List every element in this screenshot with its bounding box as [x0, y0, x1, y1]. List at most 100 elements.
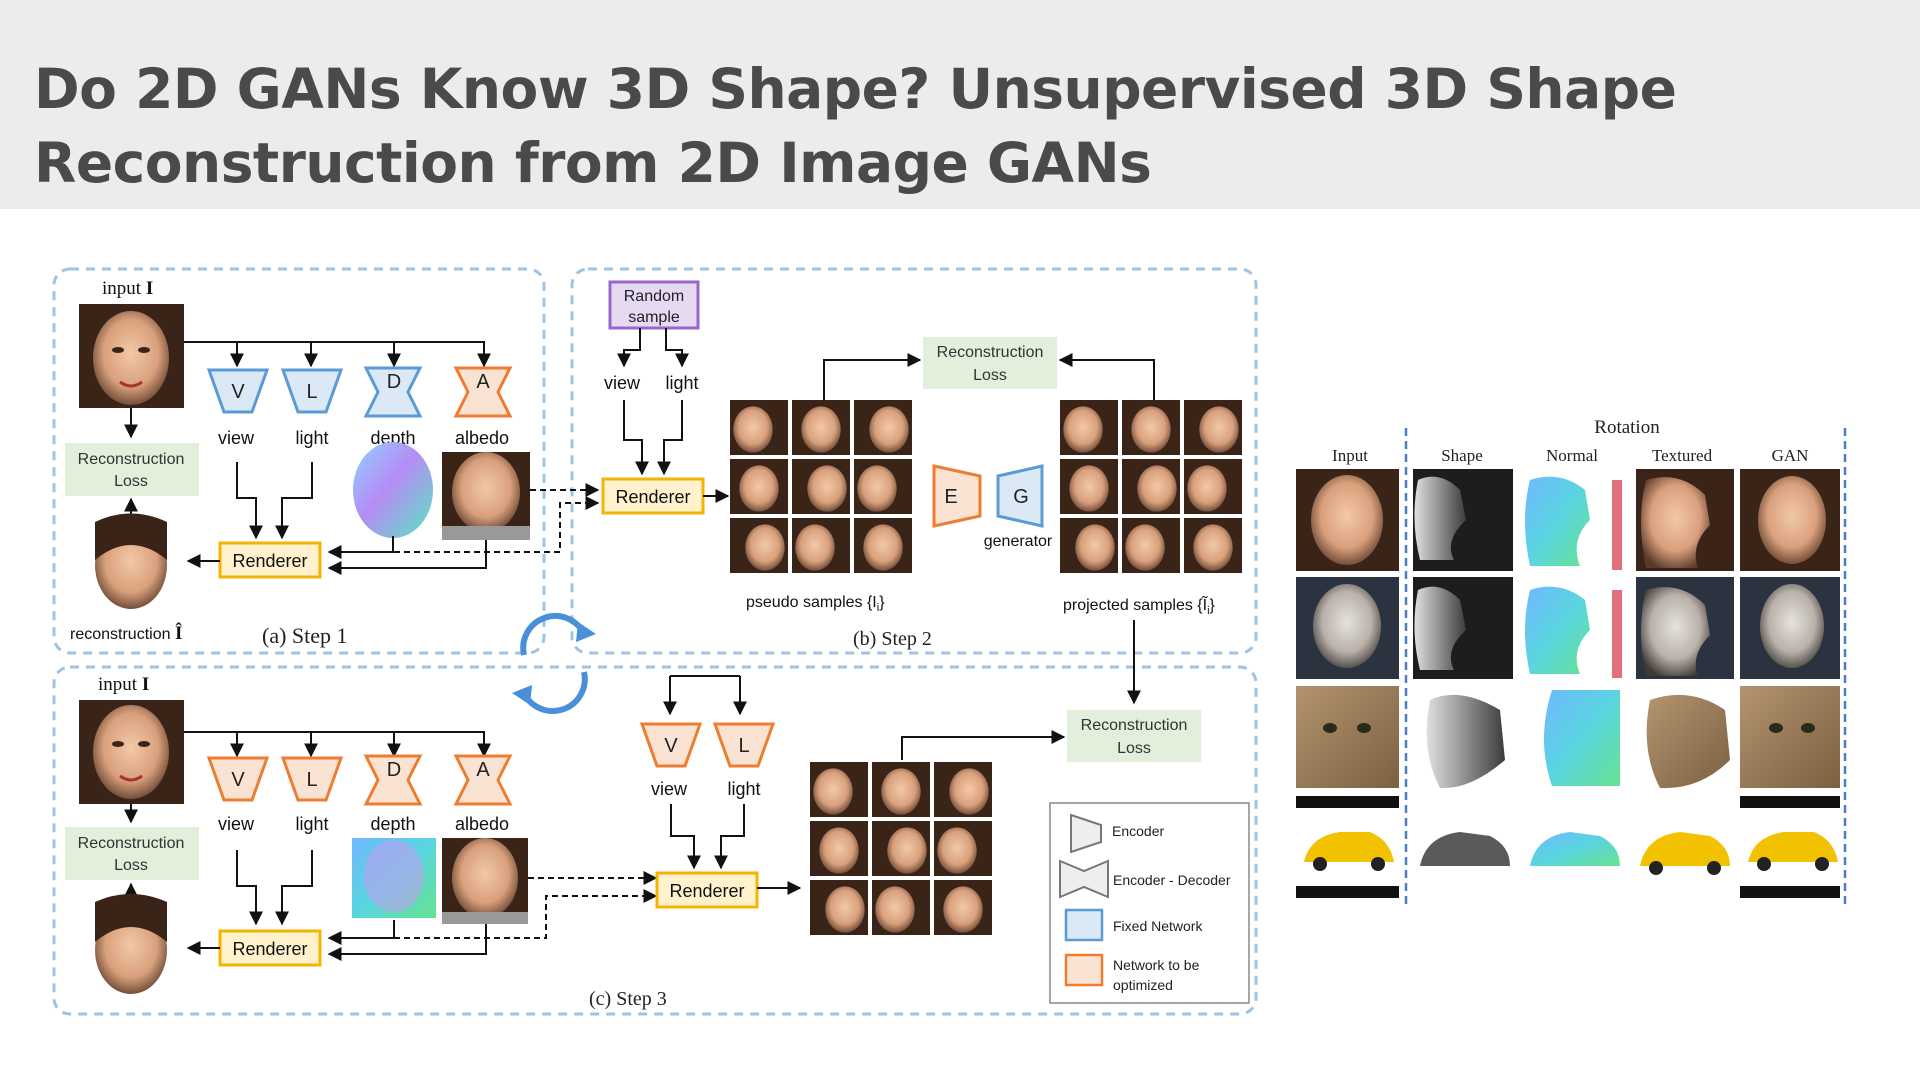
legend: Encoder Encoder - Decoder Fixed Network … — [1049, 802, 1250, 1004]
step1-reconstruction-label: reconstruction Î — [70, 622, 182, 644]
step3-light-label: light — [295, 814, 328, 834]
projected-sample — [1184, 400, 1242, 455]
svg-text:V: V — [231, 381, 245, 403]
step3-albedo-image — [442, 838, 528, 924]
projected-samples-grid — [1060, 400, 1242, 573]
svg-text:Renderer: Renderer — [615, 487, 690, 507]
svg-text:Reconstruction: Reconstruction — [78, 451, 185, 468]
step3-albedo-label: albedo — [455, 814, 509, 834]
step3-sample — [810, 880, 868, 935]
svg-text:Reconstruction: Reconstruction — [937, 344, 1044, 361]
step3-sample — [934, 880, 992, 935]
step3-depth-label: depth — [370, 814, 415, 834]
step3-view-label: view — [218, 814, 255, 834]
slide-title: Do 2D GANs Know 3D Shape? Unsupervised 3… — [34, 57, 1677, 195]
step3-light2-label: light — [727, 779, 760, 799]
step3-input-label: input I — [98, 674, 149, 695]
results-col-input: Input — [1332, 446, 1368, 465]
step3-reconstruction-loss-2 — [1067, 710, 1201, 762]
projected-sample — [1184, 518, 1242, 573]
title-bar — [0, 0, 1920, 209]
step1-albedo-label: albedo — [455, 428, 509, 448]
results-col-normal: Normal — [1546, 446, 1598, 465]
result-row-cat — [1296, 686, 1840, 789]
step3-sample — [872, 762, 930, 817]
svg-text:Renderer: Renderer — [232, 551, 307, 571]
results-col-textured: Textured — [1652, 446, 1713, 465]
legend-optimized-line1: Network to be — [1113, 957, 1200, 973]
step3-sample — [934, 762, 992, 817]
pseudo-sample — [730, 459, 788, 514]
svg-text:sample: sample — [628, 309, 680, 326]
projected-sample — [1184, 459, 1242, 514]
step1-caption: (a) Step 1 — [262, 623, 348, 648]
generator-label: generator — [984, 533, 1053, 550]
step1-depth-map — [350, 442, 436, 538]
step3-view-net-2 — [639, 722, 703, 768]
result-row-man — [1296, 577, 1840, 679]
generator-g — [996, 464, 1044, 528]
pseudo-sample — [854, 400, 912, 455]
legend-optimized-line2: optimized — [1113, 977, 1173, 993]
projected-sample — [1060, 459, 1118, 514]
step3-light-net-2 — [712, 722, 776, 768]
step2-view-label: view — [604, 373, 641, 393]
step3-sample — [872, 821, 930, 876]
pseudo-sample — [792, 518, 850, 573]
step3-panel — [52, 665, 1258, 1016]
step3-caption: (c) Step 3 — [589, 988, 667, 1010]
step3-sample — [934, 821, 992, 876]
svg-text:Reconstruction: Reconstruction — [1081, 717, 1188, 734]
svg-text:V: V — [664, 735, 678, 757]
projected-sample — [1060, 400, 1118, 455]
pseudo-samples-grid — [730, 400, 912, 573]
svg-text:A: A — [476, 371, 490, 393]
pseudo-sample — [854, 518, 912, 573]
step3-samples-grid — [810, 762, 992, 935]
step3-renderer — [218, 929, 322, 967]
svg-text:Renderer: Renderer — [669, 881, 744, 901]
step1-input-image — [79, 304, 184, 408]
step3-depth-net — [363, 754, 423, 806]
step1-reconstruction-image — [79, 513, 184, 614]
svg-text:Reconstruction: Reconstruction — [78, 835, 185, 852]
legend-encoder-decoder: Encoder - Decoder — [1113, 872, 1231, 888]
projected-sample — [1122, 459, 1180, 514]
projected-samples-label: projected samples {Ĩi} — [1063, 594, 1216, 617]
step2-reconstruction-loss — [923, 337, 1057, 389]
step1-depth-label: depth — [370, 428, 415, 448]
pseudo-samples-label: pseudo samples {Ii} — [746, 594, 885, 614]
projected-sample — [1060, 518, 1118, 573]
step1-light-label: light — [295, 428, 328, 448]
svg-text:L: L — [306, 381, 317, 403]
step3-albedo-net — [453, 754, 513, 806]
step2-caption: (b) Step 2 — [853, 628, 932, 650]
step3-depth-map — [352, 838, 436, 918]
step3-light-net — [280, 756, 344, 802]
pseudo-sample — [730, 400, 788, 455]
svg-text:G: G — [1013, 486, 1029, 508]
result-row-woman — [1296, 469, 1840, 571]
svg-text:A: A — [476, 759, 490, 781]
step2-light-label: light — [665, 373, 698, 393]
step3-renderer-2 — [655, 871, 759, 909]
step1-albedo-net — [453, 366, 513, 418]
step3-view2-label: view — [651, 779, 688, 799]
pseudo-sample — [730, 518, 788, 573]
svg-text:L: L — [738, 735, 749, 757]
random-sample-box — [608, 280, 700, 330]
step1-light-net — [280, 368, 344, 414]
svg-text:Loss: Loss — [973, 367, 1007, 384]
projected-sample — [1122, 518, 1180, 573]
step3-sample — [810, 821, 868, 876]
step1-view-label: view — [218, 428, 255, 448]
step1-depth-net — [363, 366, 423, 418]
pseudo-sample — [792, 400, 850, 455]
step3-input-image — [79, 700, 184, 804]
step1-view-net — [206, 368, 270, 414]
result-row-car — [1296, 796, 1840, 898]
svg-text:L: L — [306, 769, 317, 791]
step1-panel — [52, 267, 546, 655]
pseudo-sample — [792, 459, 850, 514]
results-figure: Rotation Input Shape Normal Textured GAN — [1294, 417, 1848, 904]
